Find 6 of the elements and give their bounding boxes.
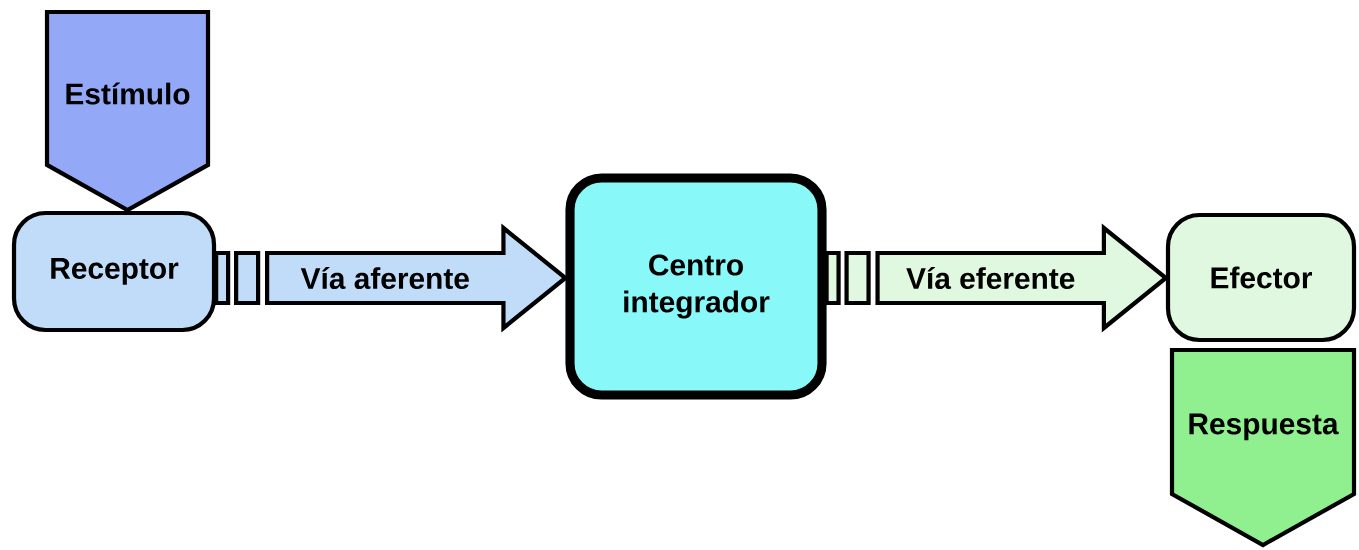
edge-label: Vía eferente (906, 266, 1075, 290)
integrator-box: Centro integrador (565, 173, 827, 400)
effector-box: Efector (1165, 212, 1357, 343)
edge-label: Vía aferente (300, 266, 469, 290)
block-arrow (214, 223, 569, 333)
receptor-box: Receptor (11, 210, 217, 333)
